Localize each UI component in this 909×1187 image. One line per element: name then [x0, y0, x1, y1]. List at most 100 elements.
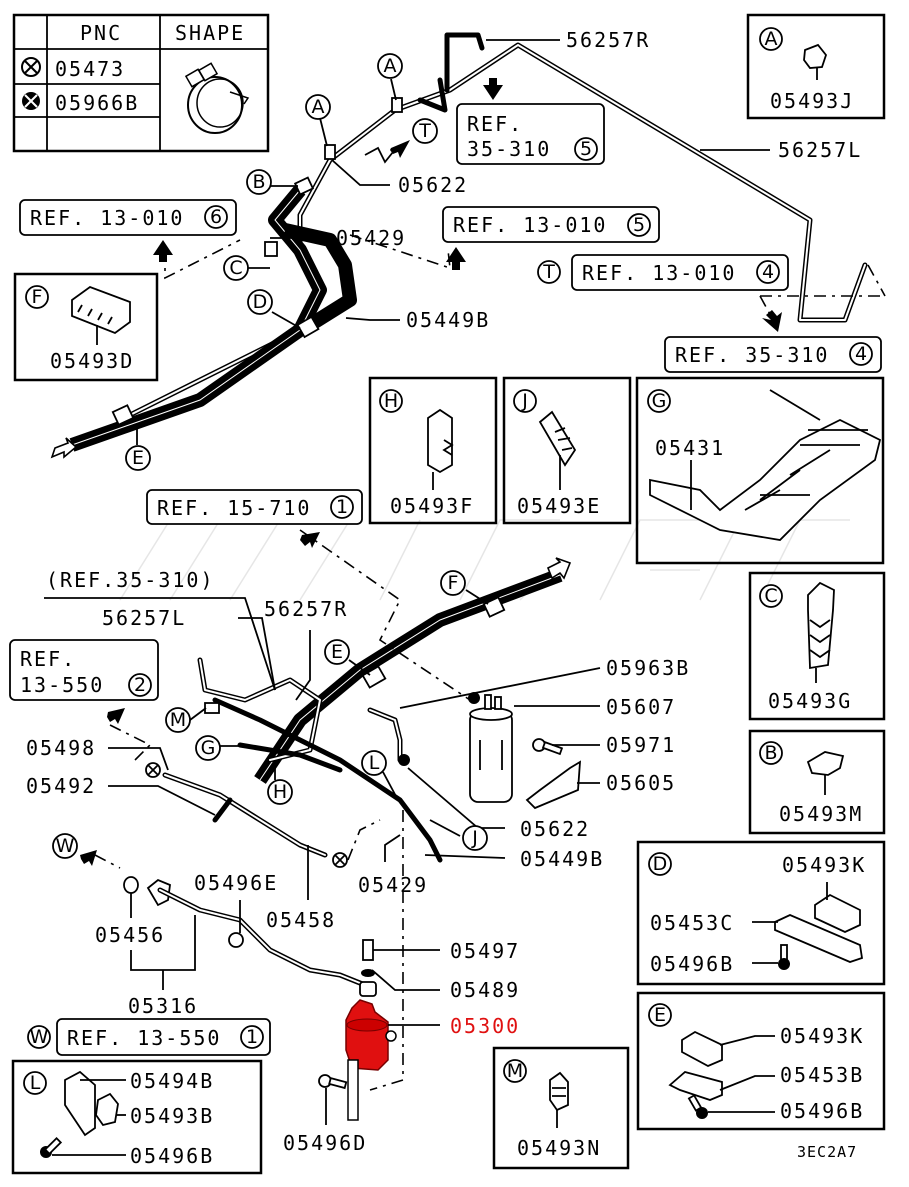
part-05496b-l: 05496B [130, 1144, 214, 1168]
callout-05429-top: 05429 [336, 226, 406, 250]
legend-header-pnc: PNC [80, 21, 122, 45]
legend-pnc-05966b: 05966B [55, 91, 139, 115]
marker-e-top[interactable]: E [125, 445, 151, 471]
crossed-circle-icon [145, 762, 161, 778]
marker-t[interactable]: T [412, 118, 438, 144]
label-text: REF. [467, 112, 523, 136]
ref-box-13-010-5[interactable]: REF. 13-010 5 [442, 206, 660, 243]
part-05496b-d: 05496B [650, 952, 734, 976]
part-05493b: 05493B [130, 1104, 214, 1128]
fuel-filter-05300 [345, 999, 397, 1121]
marker-m[interactable]: M [165, 707, 191, 733]
marker-b[interactable]: B [246, 169, 272, 195]
callout-56257r-mid: 56257R [264, 597, 348, 621]
bolt-05496d [318, 1074, 348, 1090]
clamp-f [482, 596, 506, 618]
bolt-05497 [362, 939, 374, 961]
label-text: REF. 15-710 [157, 496, 311, 520]
label-text: L [369, 752, 380, 774]
marker-j[interactable]: J [462, 825, 488, 851]
part-05493k-e: 05493K [780, 1024, 864, 1048]
detail-box-h[interactable]: H 05493F [368, 376, 498, 525]
callout-56257l-mid: 56257L [102, 606, 186, 630]
bolt-05971 [532, 738, 564, 756]
ref-arrow-icon [446, 247, 466, 270]
label-text: J [521, 390, 528, 412]
callout-05498: 05498 [26, 736, 96, 760]
ref-box-35-310-5[interactable]: REF. 35-310 5 [456, 103, 605, 165]
label-text: REF. 13-010 [30, 206, 184, 230]
part-05493k-d: 05493K [782, 853, 866, 877]
detail-box-m[interactable]: M 05493N [492, 1046, 630, 1170]
ref-arrow-icon [390, 140, 410, 158]
ref-box-13-550-2[interactable]: REF. 13-550 2 [9, 639, 159, 701]
label-text: G [652, 390, 667, 412]
part-05493f: 05493F [390, 494, 474, 518]
bolt-05496b-icon [696, 1107, 708, 1119]
filled-crossed-circle-icon [468, 692, 480, 704]
marker-e-mid[interactable]: E [324, 639, 350, 665]
ref-box-15-710-1[interactable]: REF. 15-710 1 [146, 489, 363, 525]
callout-05449b-mid: 05449B [520, 847, 604, 871]
callout-05497: 05497 [450, 939, 520, 963]
label-text: A [312, 96, 325, 118]
marker-a-2[interactable]: A [305, 94, 331, 120]
callout-05607: 05607 [606, 695, 676, 719]
marker-a-1[interactable]: A [377, 53, 403, 79]
marker-g[interactable]: G [195, 735, 221, 761]
legend-pnc-05473: 05473 [55, 57, 125, 81]
label-text: 13-550 [20, 673, 104, 697]
detail-box-g[interactable]: G 05431 [635, 376, 885, 565]
ref-box-13-010-6[interactable]: REF. 13-010 6 [19, 199, 237, 236]
clip-05493j-icon [803, 43, 828, 69]
marker-c[interactable]: C [223, 255, 249, 281]
callout-05449b-top: 05449B [406, 308, 490, 332]
label-text: REF. 13-010 [453, 213, 607, 237]
ref-box-t-13-010-4[interactable]: T REF. 13-010 4 [537, 254, 789, 291]
clip-05493k-icon [814, 893, 861, 933]
callout-ref-35-310-paren: (REF.35-310) [46, 568, 215, 592]
callout-05300-highlighted[interactable]: 05300 [450, 1014, 520, 1038]
label-text: H [384, 390, 398, 412]
detail-box-e[interactable]: E 05493K 05453B 05496B [636, 991, 886, 1131]
washer-05456 [123, 876, 139, 894]
label-text: M [170, 709, 186, 731]
detail-box-j[interactable]: J 05493E [502, 376, 632, 525]
label-text: H [273, 781, 287, 803]
clip-05493e-icon [538, 410, 577, 467]
ref-arrow-icon [153, 240, 173, 262]
callout-05456: 05456 [95, 923, 165, 947]
filled-crossed-circle-icon [22, 92, 40, 110]
marker-d[interactable]: D [247, 289, 273, 315]
label-text: 1 [336, 496, 348, 518]
filled-crossed-circle-icon [398, 754, 410, 766]
clip-05493k-icon [681, 1030, 723, 1067]
label-text: G [201, 737, 216, 759]
marker-w[interactable]: W [52, 833, 78, 859]
label-text: 35-310 [467, 137, 551, 161]
detail-box-a[interactable]: A 05493J [746, 13, 886, 120]
crossed-circle-icon [21, 57, 41, 77]
clamp-b [293, 176, 315, 196]
part-05494b: 05494B [130, 1069, 214, 1093]
ref-box-w-13-550-1[interactable]: W REF. 13-550 1 [27, 1018, 271, 1056]
detail-box-d[interactable]: D 05493K 05453C 05496B [636, 840, 886, 986]
marker-f-mid[interactable]: F [440, 570, 466, 596]
callout-05496e: 05496E [194, 871, 278, 895]
label-text: T [418, 120, 431, 142]
label-text: A [384, 55, 397, 77]
label-text: B [252, 171, 265, 193]
fuel-pump-05607 [469, 694, 513, 803]
detail-box-l[interactable]: L 05494B 05493B 05496B [11, 1059, 263, 1175]
clip-05493f-icon [427, 408, 453, 474]
ref-arrow-icon [80, 850, 97, 866]
marker-h[interactable]: H [267, 779, 293, 805]
label-text: W [56, 835, 75, 857]
label-text: D [653, 853, 668, 875]
detail-box-c[interactable]: C 05493G [748, 571, 886, 721]
ref-box-35-310-4[interactable]: REF. 35-310 4 [664, 336, 882, 373]
label-text: REF. [20, 647, 76, 671]
detail-box-b[interactable]: B 05493M [748, 729, 886, 835]
marker-l[interactable]: L [361, 750, 387, 776]
detail-box-f[interactable]: F 05493D [13, 272, 159, 382]
